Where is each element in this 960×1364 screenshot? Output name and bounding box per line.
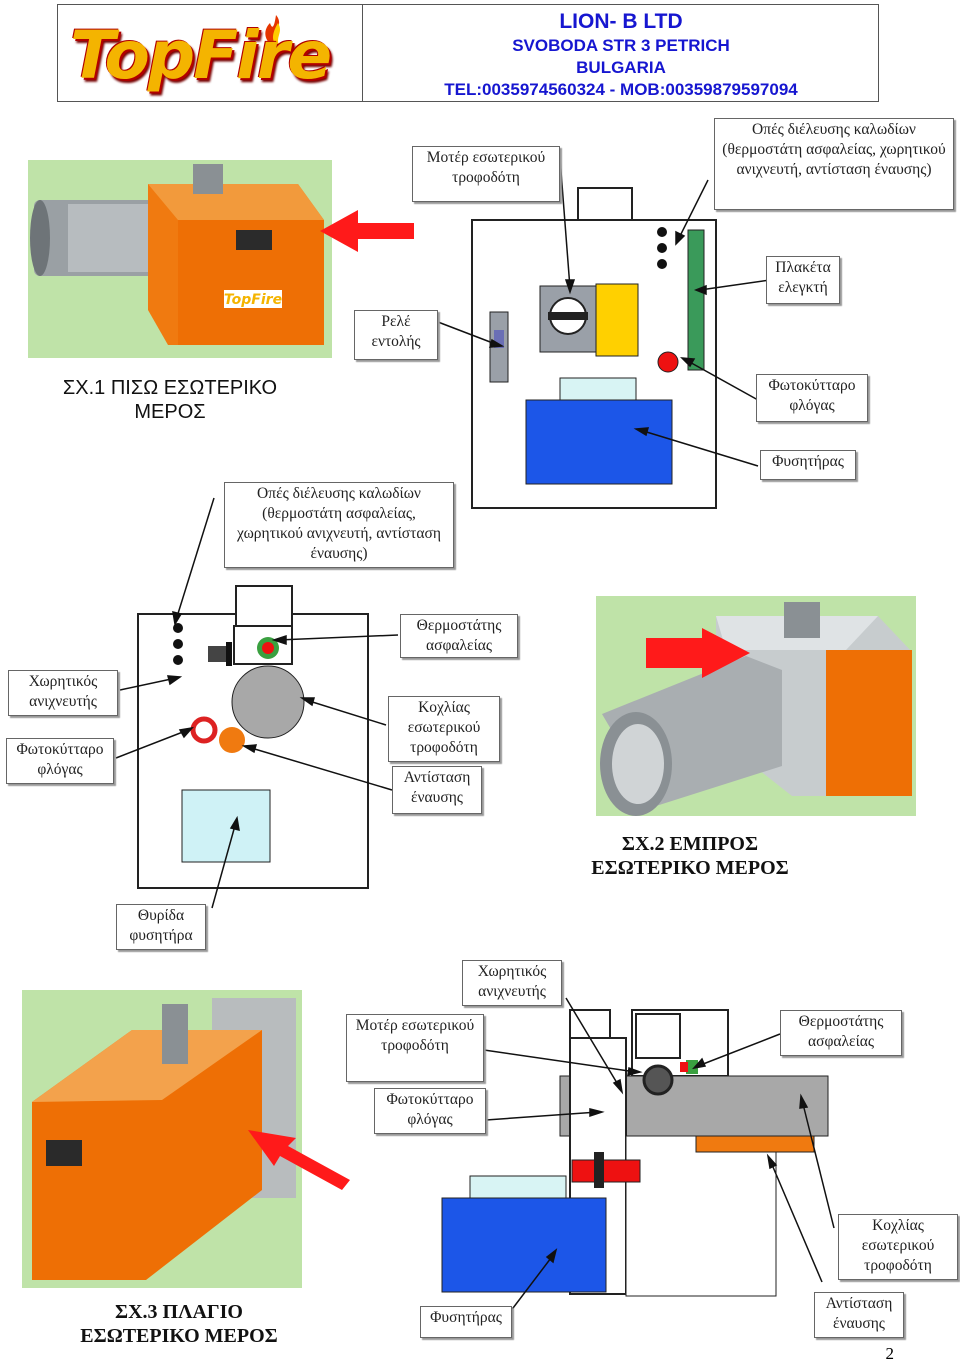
page-number: 2: [885, 1344, 895, 1363]
fig1-caption: ΣΧ.1 ΠΙΣΩ ΕΣΩΤΕΡΙΚΟ ΜΕΡΟΣ: [62, 377, 278, 423]
header-divider: [362, 5, 363, 101]
label-ignition-side: Αντίσταση έναυσης: [814, 1292, 904, 1338]
label-safety-thermostat-side: Θερμοστάτης ασφαλείας: [780, 1010, 902, 1056]
fig1-leader-lines: [437, 157, 771, 467]
label-photocell: Φωτοκύτταρο φλόγας: [756, 374, 868, 422]
company-info: LION- B LTD SVOBODA STR 3 PETRICH BULGAR…: [363, 5, 879, 101]
label-relay: Ρελέ εντολής: [354, 310, 438, 360]
burner-rear-photo: TopFire: [28, 160, 332, 358]
label-feeder-motor-side: Μοτέρ εσωτερικού τροφοδότη: [346, 1014, 484, 1082]
burner-side-photo: [22, 990, 302, 1288]
side-diagram: [441, 1009, 829, 1297]
topfire-logo: TopFire: [64, 9, 354, 97]
label-fan-side: Φυσητήρας: [420, 1306, 512, 1338]
fig2-caption: ΣΧ.2 ΕΜΠΡΟΣ ΕΣΩΤΕΡΙΚΟ ΜΕΡΟΣ: [591, 833, 789, 879]
label-fan: Φυσητήρας: [760, 450, 856, 480]
letterhead: TopFire LION- B LTD SVOBODA STR 3 PETRIC…: [57, 4, 879, 102]
fig2-leader-lines: [115, 497, 399, 909]
label-cable-holes: Οπές διέλευσης καλωδίων (θερμοστάτη ασφα…: [714, 118, 954, 210]
company-name: LION- B LTD: [559, 10, 683, 33]
red-arrow-icon: [320, 210, 414, 252]
label-control-board: Πλακέτα ελεγκτή: [766, 256, 840, 304]
company-country: BULGARIA: [576, 58, 666, 77]
label-auger: Κοχλίας εσωτερικού τροφοδότη: [388, 696, 500, 762]
burner-front-photo: [596, 596, 916, 816]
label-auger-side: Κοχλίας εσωτερικού τροφοδότη: [838, 1214, 958, 1280]
label-photocell-side: Φωτοκύτταρο φλόγας: [374, 1088, 486, 1134]
logo-text: TopFire: [70, 17, 332, 94]
label-cable-holes-front: Οπές διέλευσης καλωδίων (θερμοστάτη ασφα…: [224, 482, 454, 568]
red-arrow-icon: [646, 628, 750, 678]
red-arrow-icon: [248, 1130, 350, 1190]
label-ignition: Αντίσταση έναυσης: [392, 766, 482, 814]
company-address: SVOBODA STR 3 PETRICH: [512, 36, 730, 55]
rear-diagram: [471, 187, 717, 509]
fig3-caption: ΣΧ.3 ΠΛΑΓΙΟ ΕΣΩΤΕΡΙΚΟ ΜΕΡΟΣ: [80, 1301, 278, 1347]
label-photocell-front: Φωτοκύτταρο φλόγας: [6, 738, 114, 784]
label-feeder-motor: Μοτέρ εσωτερικού τροφοδότη: [412, 146, 560, 202]
label-capacitive-sensor: Χωρητικός ανιχνευτής: [8, 670, 118, 716]
fig3-leader-lines: [483, 997, 835, 1313]
photo-logo: TopFire: [224, 292, 282, 308]
flame-icon: [265, 15, 280, 49]
company-phone: TEL:0035974560324 - MOB:00359879597094: [444, 80, 798, 99]
front-diagram: [137, 585, 369, 889]
label-safety-thermostat: Θερμοστάτης ασφαλείας: [400, 614, 518, 658]
label-fan-door: Θυρίδα φυσητήρα: [116, 904, 206, 950]
label-capacitive-sensor-side: Χωρητικός ανιχνευτής: [462, 960, 562, 1006]
